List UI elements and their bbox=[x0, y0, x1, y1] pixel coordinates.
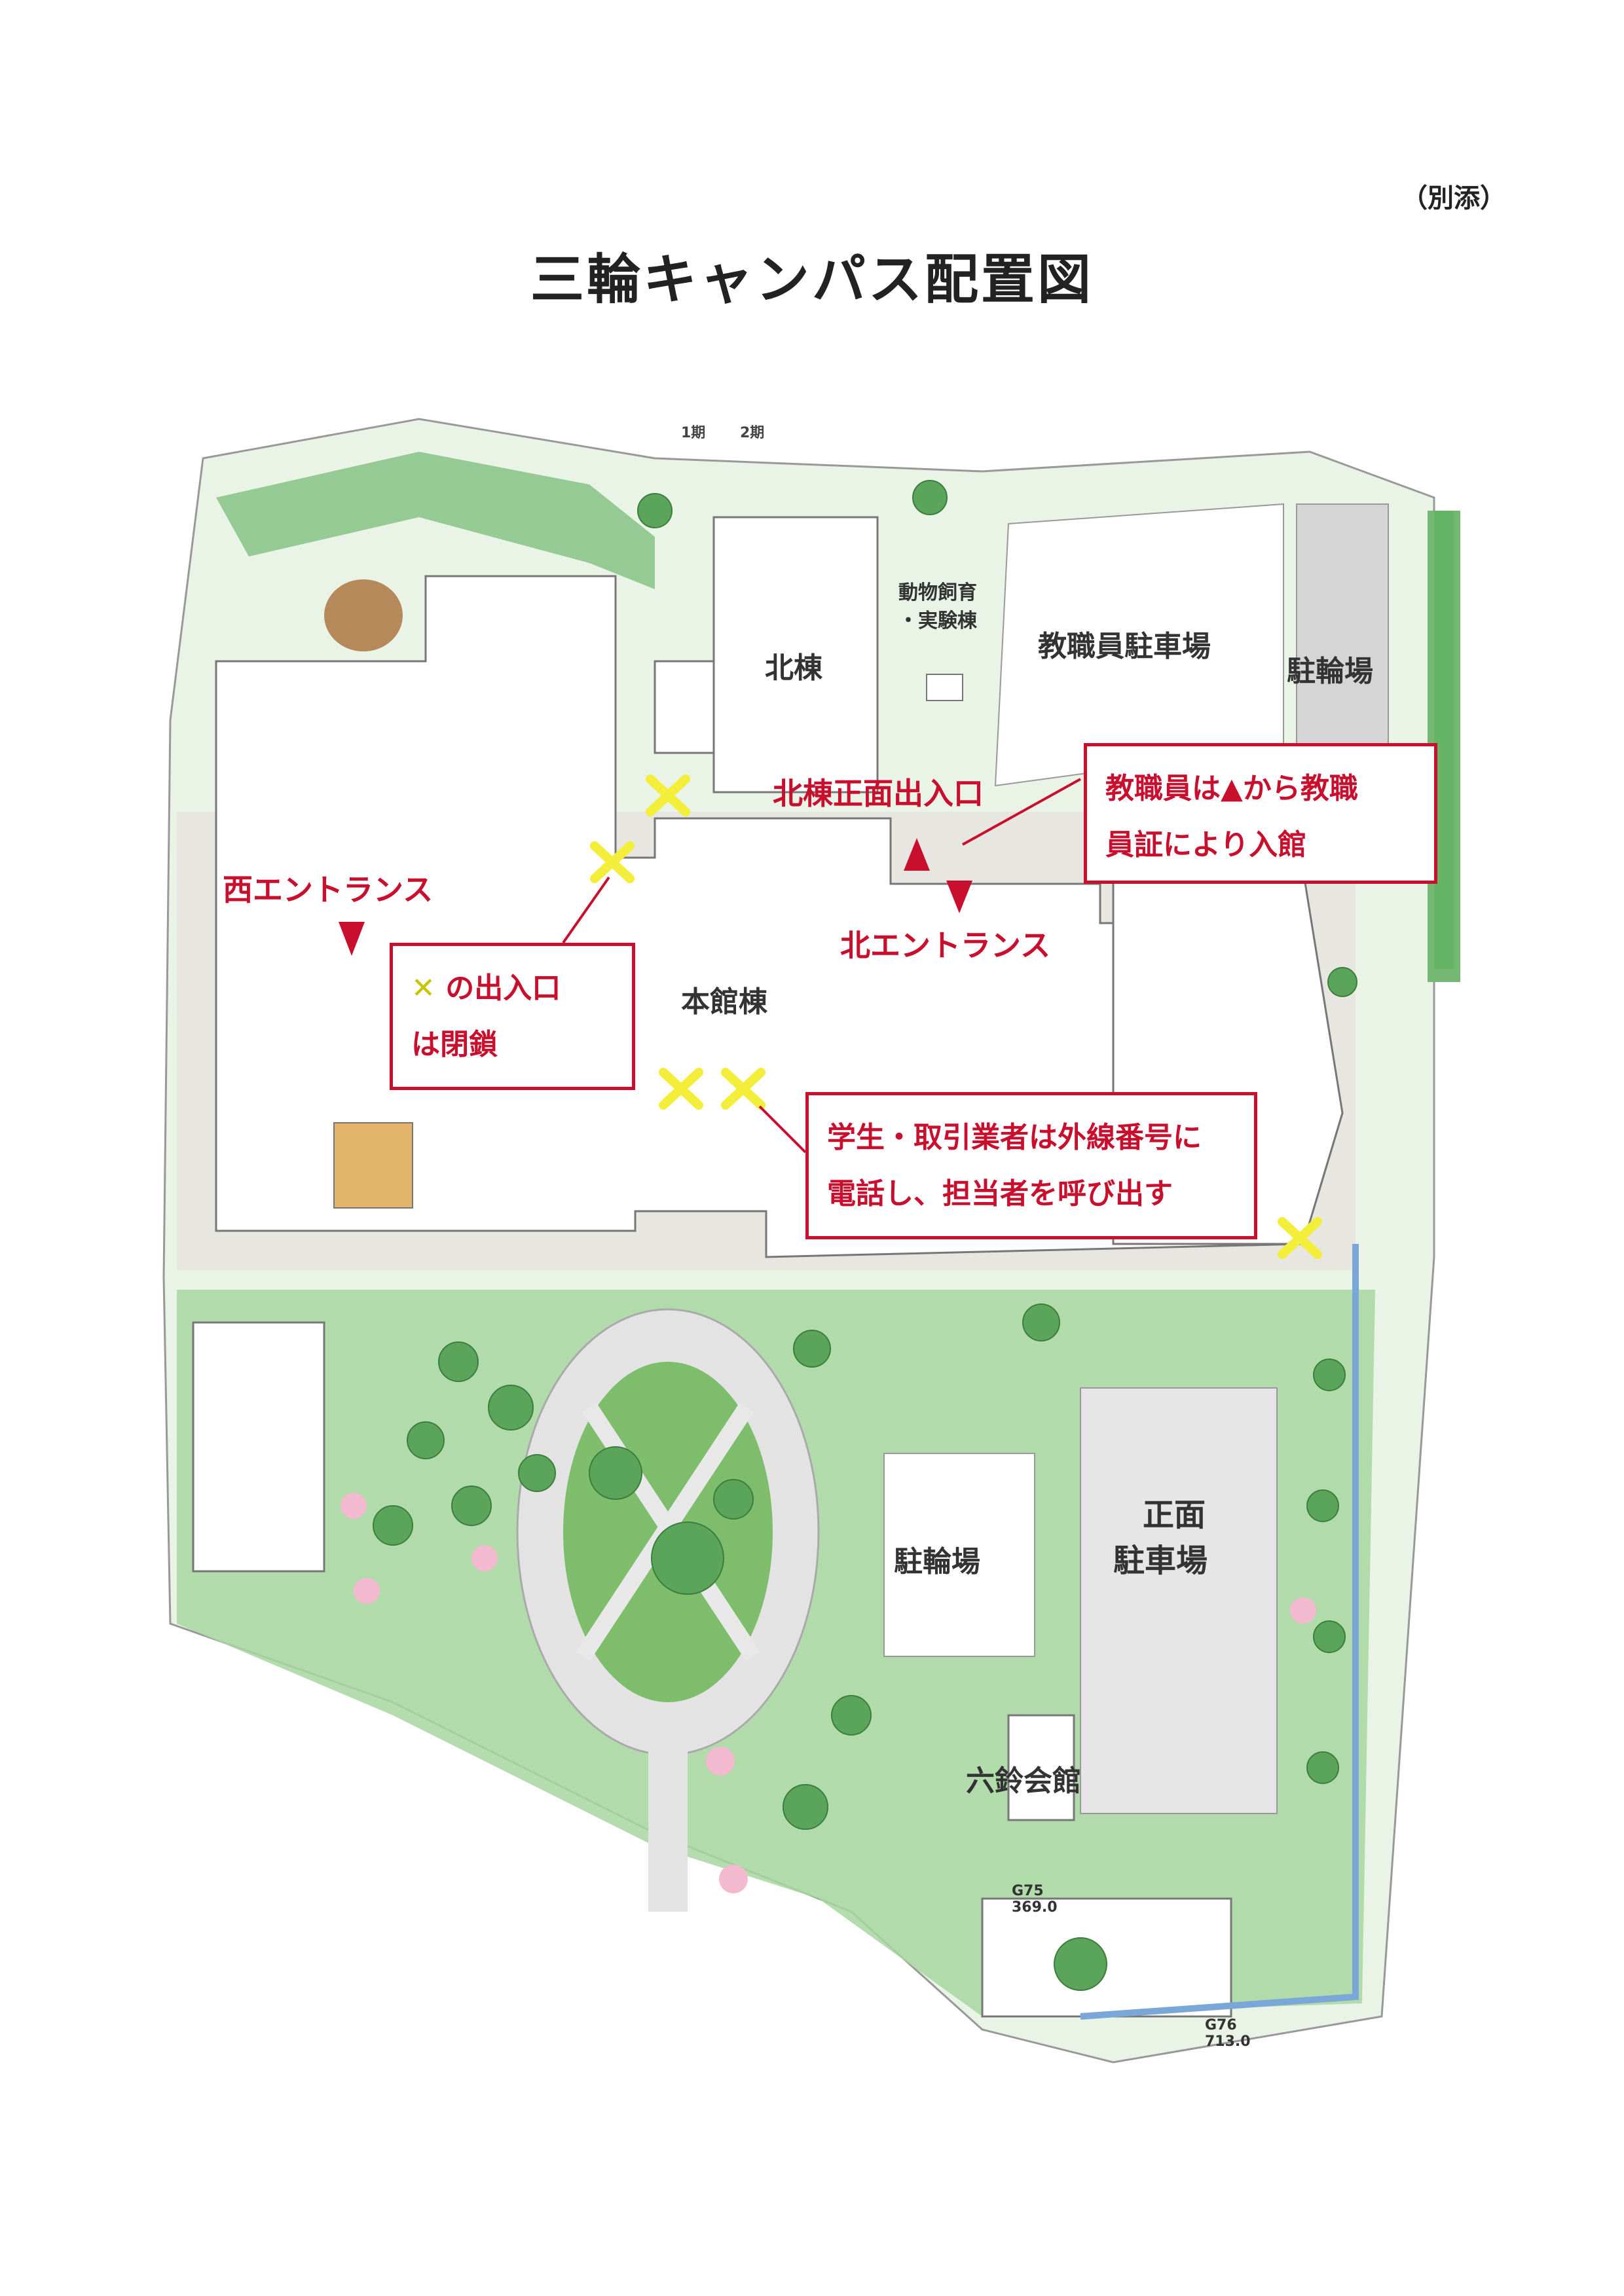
closed-symbol-icon: ✕ bbox=[411, 972, 435, 1005]
south-walkway bbox=[648, 1741, 688, 1912]
north-entrance-arrow bbox=[946, 881, 972, 913]
staff-callout-line1: 教職員は bbox=[1105, 772, 1221, 805]
bike-parking-north-area bbox=[1296, 503, 1389, 754]
attachment-note: （別添） bbox=[1401, 183, 1506, 213]
north-front-entrance-label: 北棟正面出入口 bbox=[773, 776, 984, 811]
staff-entry-callout: 教職員は▲から教職 員証により入館 bbox=[1084, 743, 1437, 884]
leader-closed bbox=[562, 876, 610, 944]
rokurei-hall-label: 六鈴会館 bbox=[966, 1764, 1081, 1798]
north-entrance-label: 北エントランス bbox=[840, 928, 1050, 963]
students-callout-line1: 学生・取引業者は外線番号に bbox=[827, 1121, 1202, 1154]
g76-label: G76 bbox=[1205, 2017, 1237, 2033]
leader-students bbox=[758, 1105, 807, 1154]
students-callout-line2: 電話し、担当者を呼び出す bbox=[827, 1177, 1173, 1211]
sports-ground bbox=[324, 579, 403, 651]
front-parking-label-2: 駐車場 bbox=[1113, 1542, 1208, 1579]
phase-left-label: 1期 bbox=[681, 425, 705, 441]
g75-value: 369.0 bbox=[1012, 1899, 1058, 1916]
west-entrance-arrow bbox=[339, 922, 365, 956]
west-tower-shaded bbox=[333, 1122, 413, 1209]
animal-building-label-2: ・実験棟 bbox=[898, 610, 978, 632]
entry-triangle-icon: ▲ bbox=[1221, 772, 1243, 805]
page-title: 三輪キャンパス配置図 bbox=[530, 249, 1094, 311]
green-east-edge bbox=[1434, 511, 1454, 969]
g75-label: G75 bbox=[1012, 1883, 1044, 1899]
rokurei-hall-shape bbox=[1007, 1714, 1075, 1821]
north-building-label: 北棟 bbox=[765, 651, 823, 685]
staff-parking-label: 教職員駐車場 bbox=[1038, 630, 1211, 663]
front-parking-area bbox=[1080, 1387, 1278, 1814]
main-building-label: 本館棟 bbox=[681, 985, 768, 1019]
staff-entry-triangle bbox=[904, 838, 930, 871]
cherry-trees bbox=[341, 1493, 1316, 1893]
bike-parking-south-label: 駐輪場 bbox=[894, 1545, 980, 1578]
closed-callout-line2: は閉鎖 bbox=[411, 1028, 498, 1061]
north-green-belt bbox=[216, 452, 655, 589]
animal-building-label: 動物飼育 bbox=[898, 581, 977, 604]
closed-markers bbox=[590, 774, 1322, 1259]
bike-parking-north-label: 駐輪場 bbox=[1287, 655, 1373, 688]
closed-callout-line1: の出入口 bbox=[445, 972, 561, 1005]
staff-callout-line2: 員証により入館 bbox=[1105, 828, 1307, 862]
students-callout: 学生・取引業者は外線番号に 電話し、担当者を呼び出す bbox=[805, 1092, 1257, 1239]
leader-staff bbox=[962, 778, 1081, 846]
g76-value: 713.0 bbox=[1205, 2033, 1251, 2050]
phase-right-label: 2期 bbox=[740, 425, 764, 441]
animal-building-shape bbox=[926, 674, 963, 701]
north-building-shape bbox=[654, 516, 879, 793]
west-entrance-label: 西エントランス bbox=[223, 872, 433, 907]
staff-callout-line1b: から教職 bbox=[1242, 772, 1358, 805]
stream bbox=[1080, 1244, 1359, 2020]
front-parking-label-1: 正面 bbox=[1143, 1497, 1206, 1533]
trees bbox=[373, 480, 1357, 1991]
bike-parking-south-area bbox=[883, 1453, 1035, 1657]
closed-entrance-callout: ✕ の出入口 は閉鎖 bbox=[390, 943, 635, 1090]
southeast-building-shape bbox=[981, 1897, 1232, 2018]
west-annex-shape bbox=[192, 1321, 325, 1573]
